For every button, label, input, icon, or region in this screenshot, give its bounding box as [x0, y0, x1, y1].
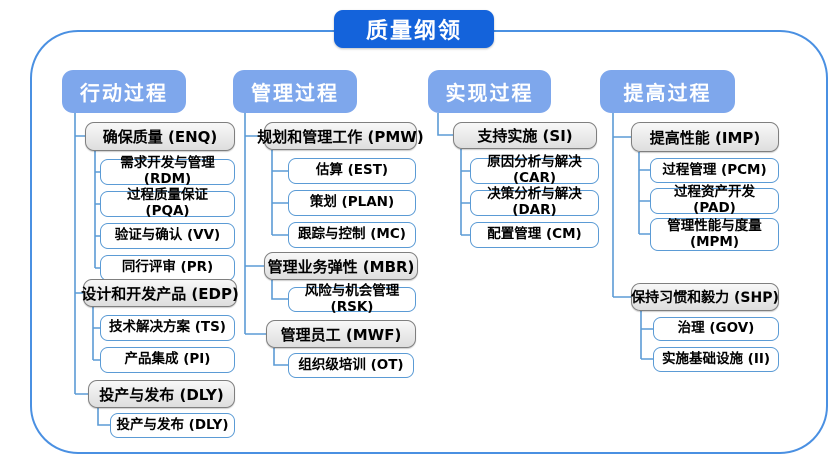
column-header-improvement-process: 提高过程: [600, 70, 735, 113]
leaf-node-pr: 同行评审 (PR): [100, 255, 235, 281]
group-node-enq: 确保质量 (ENQ): [85, 122, 235, 151]
group-node-mbr: 管理业务弹性 (MBR): [264, 252, 418, 280]
group-node-si: 支持实施 (SI): [453, 122, 597, 149]
column-header-action-process: 行动过程: [62, 70, 186, 113]
group-node-shp: 保持习惯和毅力 (SHP): [631, 283, 779, 311]
leaf-node-mpm: 管理性能与度量 (MPM): [650, 218, 779, 251]
leaf-node-est: 估算 (EST): [288, 158, 416, 184]
leaf-node-ot: 组织级培训 (OT): [288, 353, 414, 378]
leaf-node-ii: 实施基础设施 (II): [653, 347, 779, 372]
column-header-management-process: 管理过程: [233, 70, 357, 113]
leaf-node-vv: 验证与确认 (VV): [100, 223, 235, 249]
leaf-node-cm: 配置管理 (CM): [470, 222, 599, 248]
group-node-mwf: 管理员工 (MWF): [266, 320, 416, 348]
group-node-imp: 提高性能 (IMP): [631, 122, 779, 152]
leaf-node-pqa: 过程质量保证 (PQA): [100, 188, 235, 219]
group-node-pmw: 规划和管理工作 (PMW): [257, 122, 424, 150]
leaf-node-pad: 过程资产开发 (PAD): [650, 185, 779, 216]
leaf-node-dar: 决策分析与解决 (DAR): [470, 187, 599, 218]
leaf-node-plan: 策划 (PLAN): [288, 190, 416, 216]
leaf-node-gov: 治理 (GOV): [653, 317, 779, 341]
leaf-node-mc: 跟踪与控制 (MC): [288, 222, 416, 248]
leaf-node-dly: 投产与发布 (DLY): [110, 413, 235, 438]
leaf-node-pi: 产品集成 (PI): [100, 347, 235, 373]
leaf-node-pcm: 过程管理 (PCM): [650, 158, 779, 183]
column-header-implementation-process: 实现过程: [428, 70, 551, 113]
diagram-title: 质量纲领: [334, 10, 494, 48]
leaf-node-ts: 技术解决方案 (TS): [100, 315, 235, 341]
leaf-node-rdm: 需求开发与管理 (RDM): [100, 156, 235, 187]
group-node-dly: 投产与发布 (DLY): [88, 380, 235, 408]
group-node-edp: 设计和开发产品 (EDP): [81, 279, 239, 307]
leaf-node-car: 原因分析与解决 (CAR): [470, 155, 599, 186]
leaf-node-rsk: 风险与机会管理 (RSK): [288, 283, 416, 314]
